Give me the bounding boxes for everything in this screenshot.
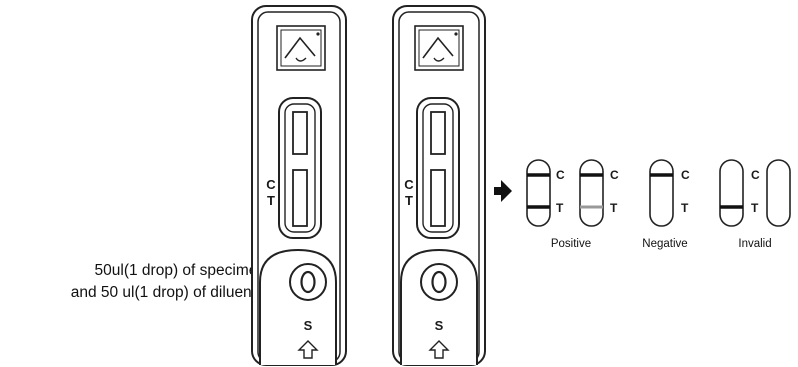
specimen-instruction-line2: and 50 ul(1 drop) of diluent	[71, 284, 257, 301]
invalid-test-label: T	[751, 201, 759, 215]
positive-weak-control-label: C	[610, 168, 619, 182]
positive-weak-test-label: T	[610, 201, 618, 215]
logo-icon	[276, 25, 326, 71]
invalid-result: C T Invalid	[719, 159, 791, 250]
negative-test-label: T	[681, 201, 689, 215]
positive-label: Positive	[551, 238, 591, 250]
cassette-1-sample-label: S	[304, 318, 313, 333]
sample-well	[400, 248, 478, 365]
upload-arrow-icon	[428, 340, 450, 359]
positive-result: C T C T Positive	[526, 159, 619, 250]
specimen-instruction-line1: 50ul(1 drop) of specimen	[95, 262, 266, 279]
cassette-2-control-label: C	[404, 177, 414, 192]
reading-arrow-icon	[494, 180, 512, 202]
positive-control-label: C	[556, 168, 565, 182]
negative-control-label: C	[681, 168, 690, 182]
upload-arrow-icon	[297, 340, 319, 359]
cassette-2-test-label: T	[405, 193, 413, 208]
negative-label: Negative	[642, 238, 687, 250]
cassette-1-test-label: T	[267, 193, 275, 208]
sample-well	[259, 248, 337, 365]
test-cassette-2: C T S	[392, 5, 486, 366]
invalid-label: Invalid	[738, 238, 771, 250]
cassette-1-control-label: C	[266, 177, 276, 192]
invalid-control-label: C	[751, 168, 760, 182]
test-cassette-1: C T S	[251, 5, 347, 366]
cassette-2-sample-label: S	[435, 318, 444, 333]
positive-test-label: T	[556, 201, 564, 215]
logo-icon	[414, 25, 464, 71]
negative-result: C T Negative	[642, 159, 690, 250]
